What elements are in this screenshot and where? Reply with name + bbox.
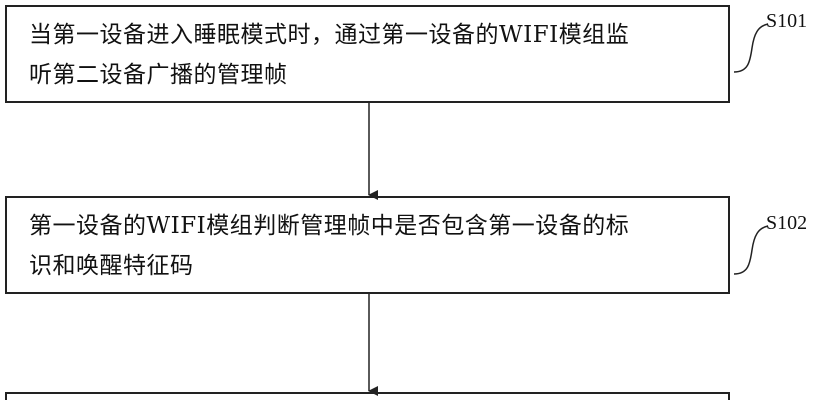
step-s102-line1: 第一设备的WIFI模组判断管理帧中是否包含第一设备的标 bbox=[29, 213, 630, 239]
step-label-s101: S101 bbox=[766, 10, 808, 32]
step-s101-line1: 当第一设备进入睡眠模式时，通过第一设备的WIFI模组监 bbox=[29, 22, 630, 48]
step-box-s102: 第一设备的WIFI模组判断管理帧中是否包含第一设备的标 识和唤醒特征码 bbox=[5, 196, 730, 294]
step-s102-line2: 识和唤醒特征码 bbox=[29, 253, 194, 279]
label-hook-s101 bbox=[733, 23, 769, 73]
step-box-s101: 当第一设备进入睡眠模式时，通过第一设备的WIFI模组监 听第二设备广播的管理帧 bbox=[5, 5, 730, 103]
label-hook-s102 bbox=[733, 225, 769, 275]
step-box-next bbox=[5, 392, 730, 400]
step-s101-line2: 听第二设备广播的管理帧 bbox=[29, 62, 288, 88]
step-label-s102: S102 bbox=[766, 212, 808, 234]
